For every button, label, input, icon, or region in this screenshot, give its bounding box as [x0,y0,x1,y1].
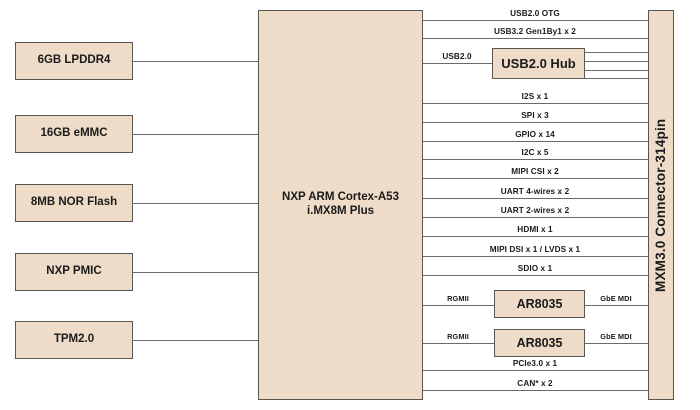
mipi-dsi-label: MIPI DSI x 1 / LVDS x 1 [486,245,584,254]
usb32-gen1-wire [423,38,648,39]
block-label: AR8035 [516,296,563,311]
block-label: 6GB LPDDR4 [37,54,111,67]
mipi-csi-label: MIPI CSI x 2 [508,167,562,176]
i2s-wire [423,103,648,104]
hub-out-2 [585,61,648,62]
i2c-wire [423,159,648,160]
spi-wire [423,122,648,123]
block-label: USB2.0 Hub [501,55,576,71]
i2c-label: I2C x 5 [518,148,552,157]
uart-4wire-label: UART 4-wires x 2 [497,187,573,196]
rgmii-2-wire [423,343,494,344]
pcie-label: PCIe3.0 x 1 [509,359,561,368]
hub-out-4 [585,78,648,79]
block-6gb-lpddr4: 6GB LPDDR4 [15,42,133,80]
wire-emmc [133,134,258,135]
can-wire [423,390,648,391]
block-tpm2-0: TPM2.0 [15,321,133,359]
gbe-mdi-1-wire [585,305,648,306]
uart-2wire-wire [423,217,648,218]
hdmi-wire [423,236,648,237]
hub-out-1 [585,52,648,53]
block-8mb-nor-flash: 8MB NOR Flash [15,184,133,222]
hub-out-3 [585,70,648,71]
pcie-wire [423,370,648,371]
uart-2wire-label: UART 2-wires x 2 [497,206,573,215]
block-label: 8MB NOR Flash [30,196,118,209]
sdio-label: SDIO x 1 [514,264,556,273]
soc-line-1: NXP ARM Cortex-A53 [282,191,399,204]
mipi-dsi-wire [423,256,648,257]
usb20-in-wire [423,63,492,64]
gbe-mdi-2-wire [585,343,648,344]
rgmii-1-wire [423,305,494,306]
block-label: 16GB eMMC [40,127,108,140]
block-label: AR8035 [516,335,563,350]
soc-line-2: i.MX8M Plus [306,205,375,217]
connector-label: MXM3.0 Connector-314pin [653,118,669,292]
gpio-wire [423,141,648,142]
gpio-label: GPIO x 14 [512,130,558,139]
block-label: NXP PMIC [46,265,102,278]
sdio-wire [423,275,648,276]
block-phy-2: AR8035 [494,329,585,357]
hdmi-label: HDMI x 1 [514,225,556,234]
block-nxp-pmic: NXP PMIC [15,253,133,291]
block-16gb-emmc: 16GB eMMC [15,115,133,153]
rgmii-1-label: RGMII [444,294,472,303]
wire-lpddr4 [133,61,258,62]
mxm-connector-block: MXM3.0 Connector-314pin [648,10,674,400]
mipi-csi-wire [423,178,648,179]
i2s-label: I2S x 1 [518,92,552,101]
wire-tpm [133,340,258,341]
uart-4wire-wire [423,198,648,199]
usb20-otg-label: USB2.0 OTG [507,9,563,18]
gbe-mdi-2-label: GbE MDI [597,332,635,341]
block-usb-hub: USB2.0 Hub [492,48,585,79]
spi-label: SPI x 3 [518,111,552,120]
gbe-mdi-1-label: GbE MDI [597,294,635,303]
block-label: TPM2.0 [53,333,95,346]
wire-nor [133,203,258,204]
can-label: CAN* x 2 [514,379,556,388]
usb20-in-label: USB2.0 [439,52,475,61]
usb20-otg-wire [423,20,648,21]
usb32-gen1-label: USB3.2 Gen1By1 x 2 [491,27,579,36]
wire-pmic [133,272,258,273]
rgmii-2-label: RGMII [444,332,472,341]
block-phy-1: AR8035 [494,290,585,318]
